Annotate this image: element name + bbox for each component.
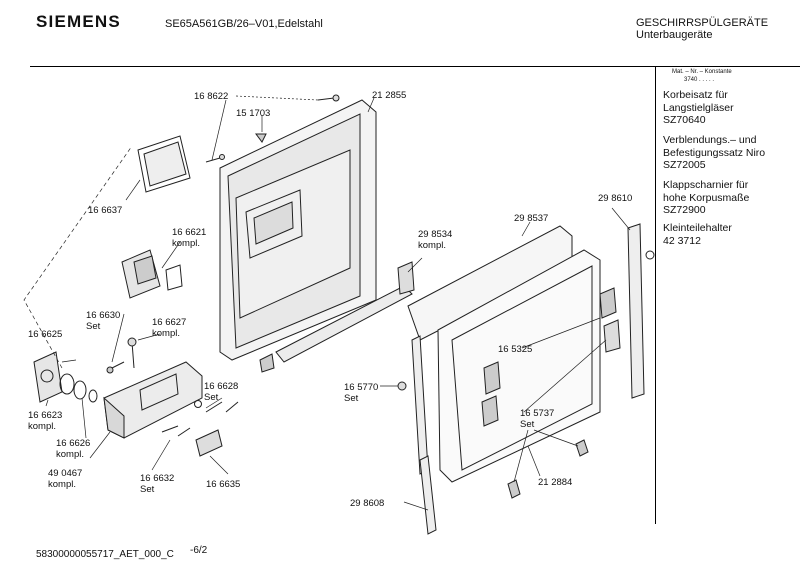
label-29-8534-kompl: kompl.: [418, 240, 446, 251]
inner-door: [219, 99, 377, 361]
clip-15-1703: [255, 133, 267, 143]
side-trim-left: [411, 335, 437, 535]
foot-16-5737: [507, 439, 589, 499]
accessory-line: Korbeisatz für: [663, 89, 728, 101]
accessory-line: Langstielgläser: [663, 101, 734, 114]
sidebar-header: Mat. – Nr. – Konstante 3740 . . . . .: [672, 68, 732, 84]
part-drawings: [33, 94, 655, 535]
accessory-panel-kit: Verblendungs.– und Befestigungssatz Niro…: [663, 134, 798, 172]
control-unit-49-0467: [103, 361, 203, 439]
sidebar-divider: [655, 66, 656, 524]
label-29-8534: 29 8534: [418, 229, 452, 240]
label-16-6628: 16 6628: [204, 381, 238, 392]
screw-left: [205, 154, 225, 163]
label-16-5737: 16 5737: [520, 408, 554, 419]
accessory-line: 42 3712: [663, 234, 701, 247]
accessory-line: Klappscharnier für: [663, 179, 749, 191]
screw-top: [317, 94, 340, 102]
label-16-6635: 16 6635: [206, 479, 240, 490]
label-21-2884: 21 2884: [538, 477, 572, 488]
label-15-1703: 15 1703: [236, 108, 270, 119]
label-16-6637: 16 6637: [88, 205, 122, 216]
label-16-6625: 16 6625: [28, 329, 62, 340]
label-16-6621-kompl: kompl.: [172, 238, 200, 249]
outer-panel: [407, 225, 601, 483]
label-16-6621: 16 6621: [172, 227, 206, 238]
brand-logo: SIEMENS: [36, 12, 121, 31]
model-number: SE65A561GB/26–V01,Edelstahl: [165, 18, 323, 30]
knob-16-6625: [33, 351, 98, 403]
label-49-0467: 49 0467: [48, 468, 82, 479]
accessory-hinge: Klappscharnier für hohe Korpusmaße SZ729…: [663, 179, 798, 217]
sidebar-header-line2: 3740 . . . . .: [684, 77, 715, 83]
label-16-5770-set: Set: [344, 393, 359, 404]
accessory-line: hohe Korpusmaße: [663, 191, 750, 204]
sidebar-header-line1: Mat. – Nr. – Konstante: [672, 69, 732, 75]
label-16-6628-set: Set: [204, 392, 219, 403]
category-subtitle: Unterbaugeräte: [636, 29, 713, 41]
label-29-8537: 29 8537: [514, 213, 548, 224]
label-16-6623-kompl: kompl.: [28, 421, 56, 432]
header-divider: [30, 66, 800, 67]
label-16-6623: 16 6623: [28, 410, 62, 421]
accessory-line: Kleinteilehalter: [663, 222, 732, 234]
label-16-6632: 16 6632: [140, 473, 174, 484]
part-labels: 16 8622 15 1703 21 2855 16 6637 16 6621 …: [28, 90, 632, 509]
dispenser-frame: [137, 135, 191, 193]
label-29-8610: 29 8610: [598, 193, 632, 204]
label-16-6630: 16 6630: [86, 310, 120, 321]
accessory-line: SZ72005: [663, 159, 706, 171]
label-16-6630-set: Set: [86, 321, 101, 332]
label-29-8608: 29 8608: [350, 498, 384, 509]
accessory-line: SZ72900: [663, 204, 706, 216]
label-21-2855: 21 2855: [372, 90, 406, 101]
label-16-5737-set: Set: [520, 419, 535, 430]
label-16-6632-set: Set: [140, 484, 155, 495]
label-49-0467-kompl: kompl.: [48, 479, 76, 490]
bracket-16-5325: [481, 287, 621, 427]
side-trim-right: [627, 223, 655, 399]
leader-lines: [23, 95, 631, 511]
accessory-basket-insert: Korbeisatz für Langstielgläser SZ70640: [663, 89, 798, 127]
accessory-small-parts: Kleinteilehalter 42 3712: [663, 222, 798, 247]
small-parts-set: [106, 337, 239, 457]
label-16-8622: 16 8622: [194, 91, 228, 102]
label-16-6627: 16 6627: [152, 317, 186, 328]
label-16-6626: 16 6626: [56, 438, 90, 449]
label-16-6626-kompl: kompl.: [56, 449, 84, 460]
document-id: 58300000055717_AET_000_C: [36, 549, 174, 560]
category-title: GESCHIRRSPÜLGERÄTE: [636, 17, 769, 29]
accessory-line: Befestigungssatz Niro: [663, 146, 766, 159]
accessory-line: Verblendungs.– und: [663, 134, 757, 146]
label-16-6627-kompl: kompl.: [152, 328, 180, 339]
holder-16-6621: [121, 249, 183, 299]
label-16-5325: 16 5325: [498, 344, 532, 355]
page-number: -6/2: [190, 545, 208, 556]
plug-16-5770: [397, 381, 407, 391]
accessory-line: SZ70640: [663, 114, 706, 126]
label-16-5770: 16 5770: [344, 382, 378, 393]
